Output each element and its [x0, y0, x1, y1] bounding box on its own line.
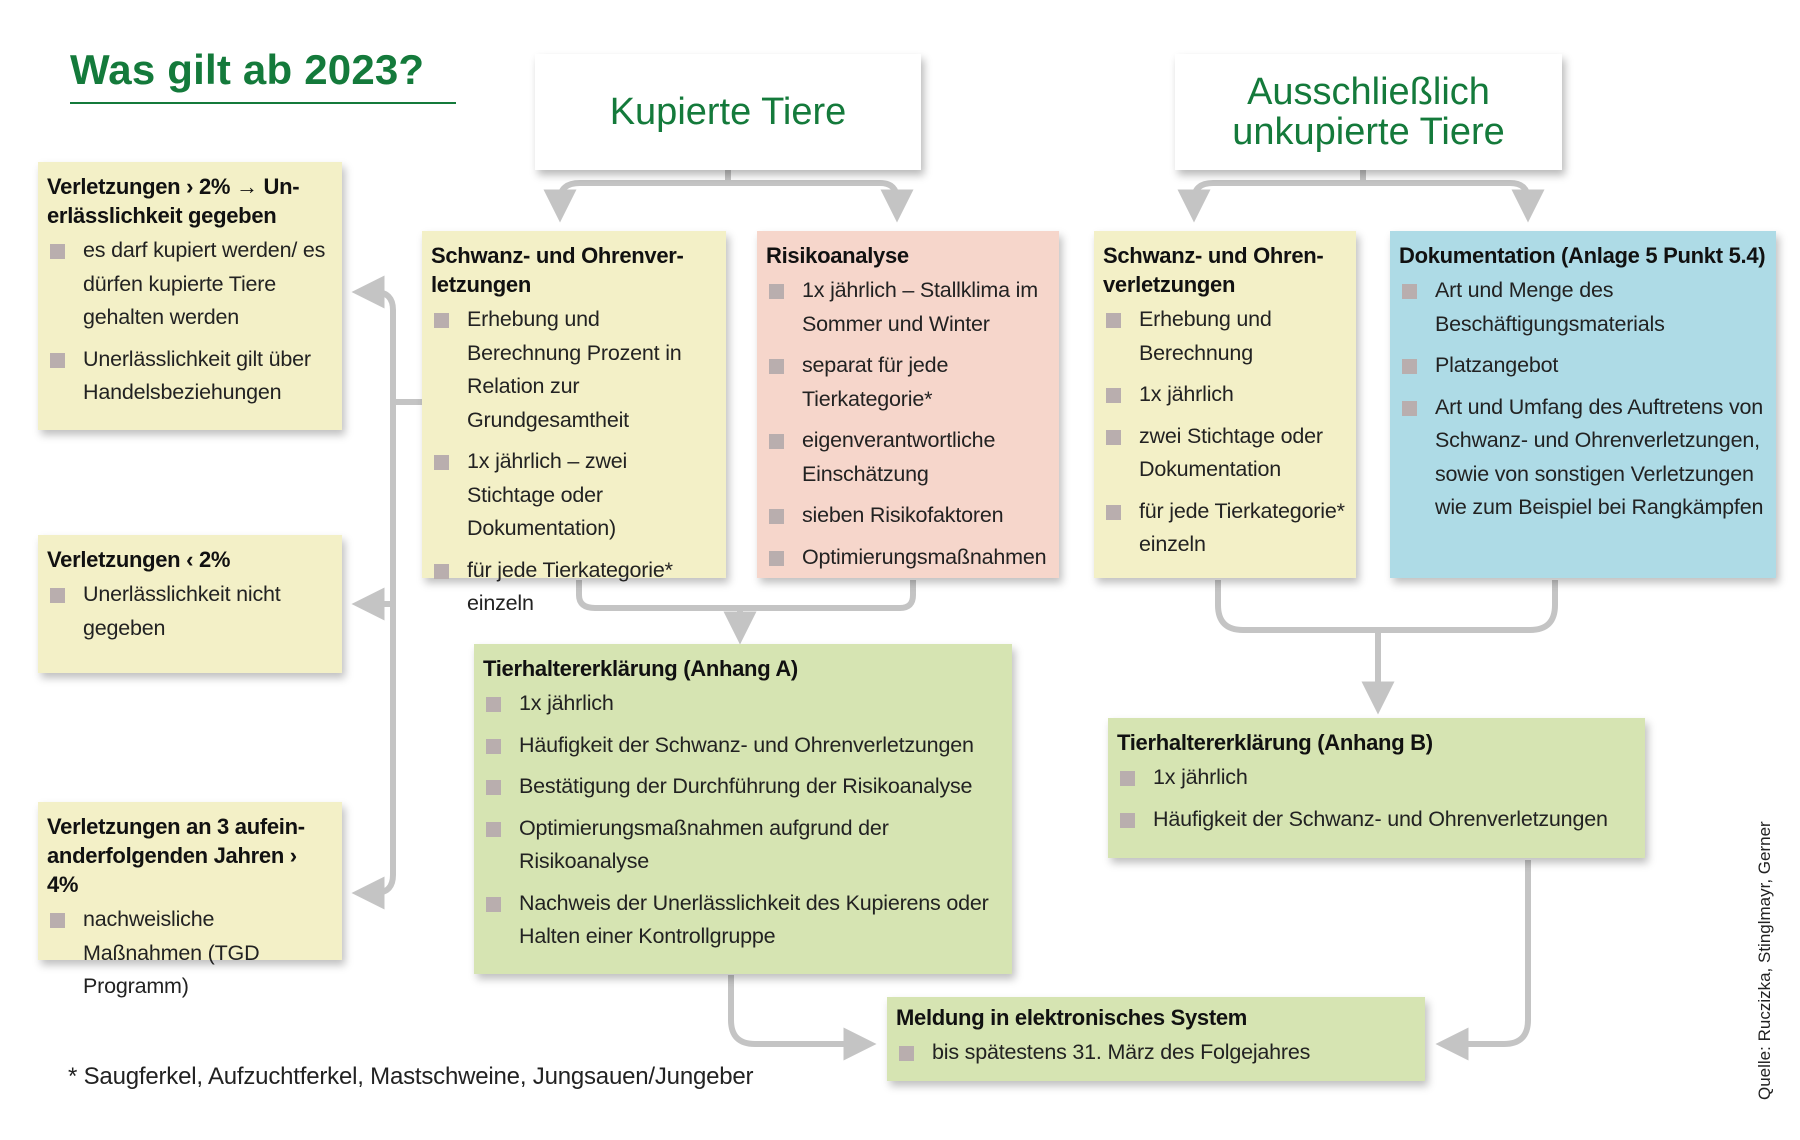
outcome-box-three-years-4: Verletzungen an 3 aufein-anderfolgenden … [38, 802, 342, 998]
list-item: Nachweis der Unerlässlichkeit des Kupier… [483, 887, 1002, 954]
bullet-square-icon [1120, 812, 1135, 828]
anhang-b-box: Tierhaltererklärung (Anhang B) 1x jährli… [1108, 718, 1645, 858]
bullet-square-icon [434, 563, 449, 579]
list-item: für jede Tierkategorie* einzeln [431, 554, 716, 621]
list-item: 1x jährlich [1103, 378, 1346, 412]
list-item: nachweisliche Maßnahmen (TGD Programm) [47, 903, 332, 1004]
list-item: separat für jede Tierkategorie* [766, 349, 1049, 416]
bullet-square-icon [434, 313, 449, 328]
list-item: Unerlässlichkeit gilt über Handelsbezieh… [47, 343, 332, 410]
bullet-square-icon [1106, 388, 1121, 403]
list-item: Platzangebot [1399, 349, 1766, 383]
bullet-square-icon [899, 1046, 914, 1061]
list-item: bis spätestens 31. März des Folgejahres [896, 1036, 1415, 1070]
list-item: Häufigkeit der Schwanz- und Ohrenverletz… [1117, 803, 1635, 837]
bullet-square-icon [486, 896, 501, 912]
bullet-square-icon [1402, 400, 1417, 416]
outcome-heading: Verletzungen ‹ 2% [47, 547, 231, 572]
box-heading: Tierhaltererklärung (Anhang A) [483, 656, 798, 681]
list-item: es darf kupiert werden/ es dürfen kupier… [47, 234, 332, 335]
bullet-square-icon [769, 434, 784, 449]
bullet-square-icon [434, 455, 449, 470]
connector-kupiert-to-risiko [728, 180, 914, 223]
bullet-square-icon [769, 550, 784, 566]
box-heading: Meldung in elektronisches System [896, 1005, 1248, 1030]
footnote: * Saugferkel, Aufzuchtferkel, Mastschwei… [68, 1063, 754, 1090]
connector-left-to-outcome-1 [351, 275, 396, 402]
list-item: Optimierungsmaßnahmen aufgrund der Risik… [483, 812, 1002, 879]
list-item: Erhebung und Berechnung Prozent in Relat… [431, 303, 716, 437]
connector-kupiert-merge [576, 580, 916, 611]
bullet-square-icon [1402, 359, 1417, 374]
box-heading: Schwanz- und Ohren-verletzungen [1103, 243, 1324, 297]
bullet-square-icon [50, 244, 65, 259]
connector-kupiert-to-verletzungen [543, 170, 731, 223]
unkupiert-verletzungen-box: Schwanz- und Ohren-verletzungen Erhebung… [1094, 231, 1356, 578]
list-item: Unerlässlichkeit nicht gegeben [47, 578, 332, 645]
bullet-square-icon [1106, 313, 1121, 328]
connector-left-to-outcome-3 [351, 604, 396, 910]
outcome-heading: Verletzungen › 2% → Un-erlässlichkeit ge… [47, 174, 300, 228]
bullet-square-icon [769, 284, 784, 299]
list-item: Optimierungsmaßnahmen [766, 541, 1049, 575]
list-item: Bestätigung der Durchführung der Risikoa… [483, 770, 1002, 804]
bullet-square-icon [769, 509, 784, 524]
meldung-box: Meldung in elektronisches System bis spä… [887, 997, 1425, 1081]
list-item: 1x jährlich – Stallklima im Sommer und W… [766, 274, 1049, 341]
list-item: 1x jährlich – zwei Stichtage oder Dokume… [431, 445, 716, 546]
page-title: Was gilt ab 2023? [70, 46, 425, 93]
bullet-square-icon [486, 697, 501, 712]
bullet-square-icon [1120, 771, 1135, 786]
bullet-square-icon [769, 359, 784, 374]
list-item: zwei Stichtage oder Dokumentation [1103, 420, 1346, 487]
anhang-a-box: Tierhaltererklärung (Anhang A) 1x jährli… [474, 644, 1012, 974]
bullet-square-icon [1402, 284, 1417, 299]
list-item: Erhebung und Berechnung [1103, 303, 1346, 370]
list-item: für jede Tierkategorie* einzeln [1103, 495, 1346, 562]
header-unkupiert-line1: Ausschließlich [1247, 71, 1490, 113]
bullet-square-icon [50, 352, 65, 368]
bullet-square-icon [486, 738, 501, 754]
unkupiert-dokumentation-box: Dokumentation (Anlage 5 Punkt 5.4) Art u… [1390, 231, 1776, 578]
list-item: Art und Menge des Beschäftigungsmaterial… [1399, 274, 1766, 341]
bullet-square-icon [50, 913, 65, 928]
connector-left-to-outcome-2 [351, 402, 396, 621]
list-item: 1x jährlich [1117, 761, 1635, 795]
box-heading: Schwanz- und Ohrenver-letzungen [431, 243, 684, 297]
connector-unkupiert-to-doku [1363, 180, 1545, 223]
outcome-heading: Verletzungen an 3 aufein-anderfolgenden … [47, 814, 305, 897]
header-unkupierte-tiere: Ausschließlich unkupierte Tiere [1175, 54, 1562, 170]
list-item: Häufigkeit der Schwanz- und Ohrenverletz… [483, 729, 1002, 763]
bullet-square-icon [486, 821, 501, 837]
outcome-box-below-2: Verletzungen ‹ 2% Unerlässlichkeit nicht… [38, 535, 342, 673]
bullet-square-icon [50, 588, 65, 603]
outcome-box-above-2: Verletzungen › 2% → Un-erlässlichkeit ge… [38, 162, 342, 430]
connector-anhang-a-to-meldung [728, 975, 877, 1061]
kupiert-risikoanalyse-box: Risikoanalyse 1x jährlich – Stallklima i… [757, 231, 1059, 578]
list-item: 1x jährlich [483, 687, 1002, 721]
box-heading: Risikoanalyse [766, 243, 909, 268]
list-item: Art und Umfang des Auftretens von Schwan… [1399, 391, 1766, 525]
connector-unkupiert-to-verletzungen [1177, 170, 1366, 223]
title-underline [70, 102, 456, 104]
header-kupierte-label: Kupierte Tiere [609, 91, 847, 133]
list-item: eigenverantwortliche Einschätzung [766, 424, 1049, 491]
box-heading: Dokumentation (Anlage 5 Punkt 5.4) [1399, 243, 1766, 268]
header-kupierte-tiere: Kupierte Tiere [535, 54, 921, 170]
bullet-square-icon [486, 780, 501, 795]
connector-anhang-b-to-meldung [1435, 860, 1531, 1061]
source-credit: Quelle: Ruczizka, Stinglmayr, Gerner [1755, 821, 1774, 1100]
list-item: sieben Risikofaktoren [766, 499, 1049, 533]
connector-unkupiert-merge [1215, 580, 1558, 633]
box-heading: Tierhaltererklärung (Anhang B) [1117, 730, 1433, 755]
bullet-square-icon [1106, 504, 1121, 520]
kupiert-verletzungen-box: Schwanz- und Ohrenver-letzungen Erhebung… [422, 231, 726, 615]
header-unkupiert-line2: unkupierte Tiere [1232, 111, 1505, 153]
bullet-square-icon [1106, 429, 1121, 445]
